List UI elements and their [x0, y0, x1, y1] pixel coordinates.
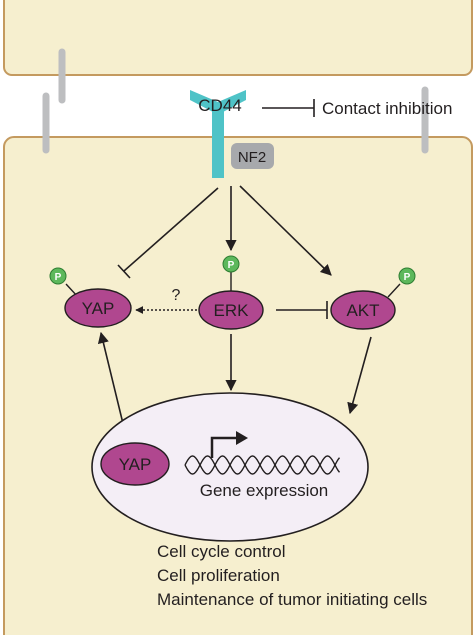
yap-phospho-label: P: [55, 272, 62, 283]
dna-strand: [184, 455, 341, 475]
gene-expression-label: Gene expression: [200, 481, 329, 500]
nuclear-yap-label: YAP: [119, 455, 152, 474]
erk-node: [198, 290, 264, 330]
akt-phospho-link: [387, 283, 401, 298]
nf2-node: [231, 143, 274, 169]
nuclear-yap-node: [100, 442, 170, 486]
akt-phospho-icon: [398, 267, 416, 285]
nucleus: [91, 392, 369, 542]
erk-yap-question-label: ?: [172, 287, 181, 304]
cd44-to-akt-arrow: [239, 185, 332, 276]
akt-to-nucleus-arrow: [347, 336, 372, 415]
erk-label: ERK: [214, 301, 250, 320]
akt-label: AKT: [346, 301, 379, 320]
yap-label: YAP: [82, 299, 115, 318]
transcription-start-icon: [210, 431, 248, 458]
nf2-label: NF2: [238, 149, 266, 166]
yap-shuttle-arrow: [97, 331, 130, 438]
akt-phospho-label: P: [404, 272, 411, 283]
erk-to-akt-inhibition: [276, 301, 328, 319]
cd44-to-yap-inhibition: [117, 187, 219, 279]
dna-strand: [184, 455, 341, 475]
akt-node: [330, 290, 396, 330]
outcome-3: Maintenance of tumor initiating cells: [157, 590, 427, 609]
outcome-2: Cell proliferation: [157, 566, 280, 585]
erk-phospho-label: P: [228, 260, 235, 271]
junction-left: [42, 48, 66, 154]
contact-inhibition-inhibitor: [262, 99, 315, 117]
erk-phospho-icon: [222, 255, 240, 273]
yap-node: [64, 288, 132, 328]
contact-inhibition-label: Contact inhibition: [322, 99, 452, 118]
dna-helix-icon: [184, 455, 341, 475]
yap-phospho-icon: [49, 267, 67, 285]
neighbor-cell: [3, 0, 473, 76]
outcome-1: Cell cycle control: [157, 542, 286, 561]
cd44-label: CD44: [198, 96, 241, 115]
cd44-receptor: [190, 90, 246, 178]
